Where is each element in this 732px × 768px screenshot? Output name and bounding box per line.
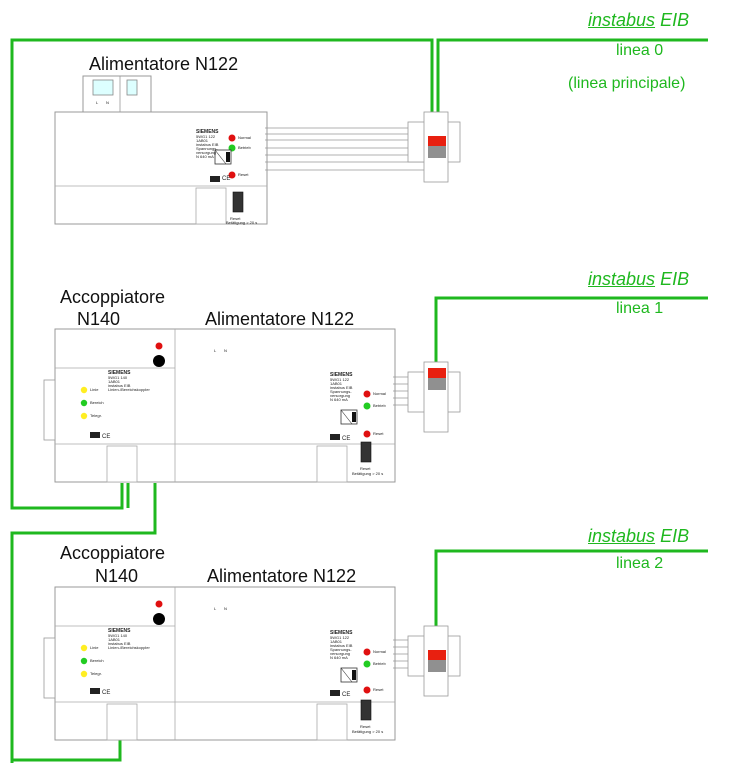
psu3-terminal-l: L — [214, 606, 217, 611]
psu2-terminal-n: N — [224, 348, 227, 353]
psu1-order: 1AB01 — [196, 138, 209, 143]
bus-wiring — [10, 38, 708, 763]
coupler1-led-bereich: Bereich — [90, 400, 104, 405]
psu2-brand: SIEMENS — [330, 372, 353, 378]
bus-name-rest: EIB — [660, 10, 690, 30]
psu2-led-betrieb: Betrieb — [373, 403, 386, 408]
coupler2-title-line1: Accoppiatore — [60, 543, 166, 563]
line0-sublabel: (linea principale) — [568, 75, 686, 92]
psu1-text3: versorgung — [196, 150, 216, 155]
coupler1-title-line2: N140 — [77, 309, 121, 329]
bus-name-underlined: instabus — [588, 526, 656, 546]
psu1-text2: Spannungs- — [196, 146, 218, 151]
psu-device-line0 — [54, 75, 461, 225]
bus-label-line1: instabus EIB — [588, 269, 689, 290]
coupler1-title-line1: Accoppiatore — [60, 287, 166, 307]
coupler1-model: 5WG1 140 — [108, 375, 128, 380]
psu2-reset-caption2: Betätigung > 20 s — [352, 471, 383, 476]
psu3-reset-caption1: Reset — [360, 724, 371, 729]
bus-name-underlined: instabus — [588, 269, 656, 289]
bus-line-0-right — [436, 38, 708, 122]
bus-line-2 — [434, 549, 708, 630]
psu3-text2: Spannungs- — [330, 647, 352, 652]
psu3-text4: N 640 mA — [330, 655, 348, 660]
coupler1-order: 1AB01 — [108, 379, 121, 384]
coupler2-ce: CE — [102, 690, 110, 696]
psu2-text3: versorgung — [330, 393, 350, 398]
psu2-led-normal: Normal — [373, 391, 386, 396]
psu1-led-betrieb: Betrieb — [238, 145, 251, 150]
psu3-title: Alimentatore N122 — [207, 566, 357, 586]
psu2-title: Alimentatore N122 — [205, 309, 355, 329]
coupler1-text2: Linien-/Bereichskoppler — [108, 387, 150, 392]
coupler2-order: 1AB01 — [108, 637, 121, 642]
psu2-model: 5WG1 122 — [330, 377, 350, 382]
coupler2-text1: instabus EIB — [108, 641, 131, 646]
bus-label-line2: instabus EIB — [588, 526, 689, 547]
bus-line-0-left — [10, 38, 434, 510]
psu3-led-normal: Normal — [373, 649, 386, 654]
psu2-reset-caption1: Reset — [360, 466, 371, 471]
line2-label: linea 2 — [616, 555, 664, 572]
psu1-text1: instabus EIB — [196, 142, 219, 147]
psu1-led-normal: Normal — [238, 135, 251, 140]
psu2-text4: N 640 mA — [330, 397, 348, 402]
coupler2-led-telegr: Telegr. — [90, 671, 102, 676]
coupler-psu-line1 — [43, 328, 461, 483]
bus-name-underlined: instabus — [588, 10, 656, 30]
psu1-ce: CE — [222, 176, 230, 182]
psu3-text1: instabus EIB — [330, 643, 353, 648]
coupler2-led-linie: Linie — [90, 645, 99, 650]
coupler1-brand: SIEMENS — [108, 370, 131, 376]
device-print: SIEMENS 5WG1 122 1AB01 instabus EIB Span… — [90, 100, 386, 734]
psu1-led-reset: Reset — [238, 172, 249, 177]
coupler2-model: 5WG1 140 — [108, 633, 128, 638]
bus-label-line0: instabus EIB — [588, 10, 689, 31]
psu1-terminal-l: L — [96, 100, 99, 105]
bus-line-coupler2-out — [12, 740, 122, 762]
psu1-text4: N 640 mA — [196, 154, 214, 159]
coupler2-brand: SIEMENS — [108, 628, 131, 634]
coupler-psu-line2 — [43, 586, 461, 741]
coupler2-title-line2: N140 — [95, 566, 139, 586]
bus-name-rest: EIB — [660, 526, 690, 546]
psu3-ce: CE — [342, 692, 350, 698]
psu1-brand: SIEMENS — [196, 129, 219, 135]
bus-name-rest: EIB — [660, 269, 690, 289]
psu3-terminal-n: N — [224, 606, 227, 611]
psu1-terminal-n: N — [106, 100, 109, 105]
bus-line-1-down — [10, 483, 157, 763]
psu3-order: 1AB01 — [330, 639, 343, 644]
coupler2-led-bereich: Bereich — [90, 658, 104, 663]
coupler1-text1: instabus EIB — [108, 383, 131, 388]
psu3-reset-caption2: Betätigung > 20 s — [352, 729, 383, 734]
psu1-reset-caption2: Betätigung > 20 s — [226, 220, 257, 225]
psu3-model: 5WG1 122 — [330, 635, 350, 640]
psu2-terminal-l: L — [214, 348, 217, 353]
line0-label: linea 0 — [616, 42, 664, 59]
psu3-led-reset: Reset — [373, 687, 384, 692]
line1-label: linea 1 — [616, 300, 664, 317]
coupler1-ce: CE — [102, 434, 110, 440]
psu1-reset-caption1: Reset — [230, 216, 241, 221]
coupler1-led-telegr: Telegr. — [90, 413, 102, 418]
psu3-text3: versorgung — [330, 651, 350, 656]
psu1-title: Alimentatore N122 — [89, 54, 239, 74]
psu2-led-reset: Reset — [373, 431, 384, 436]
coupler1-led-linie: Linie — [90, 387, 99, 392]
coupler2-text2: Linien-/Bereichskoppler — [108, 645, 150, 650]
psu2-text1: instabus EIB — [330, 385, 353, 390]
psu2-text2: Spannungs- — [330, 389, 352, 394]
psu1-model: 5WG1 122 — [196, 134, 216, 139]
psu3-brand: SIEMENS — [330, 630, 353, 636]
psu2-ce: CE — [342, 436, 350, 442]
psu2-order: 1AB01 — [330, 381, 343, 386]
psu3-led-betrieb: Betrieb — [373, 661, 386, 666]
bus-line-1 — [434, 296, 708, 372]
